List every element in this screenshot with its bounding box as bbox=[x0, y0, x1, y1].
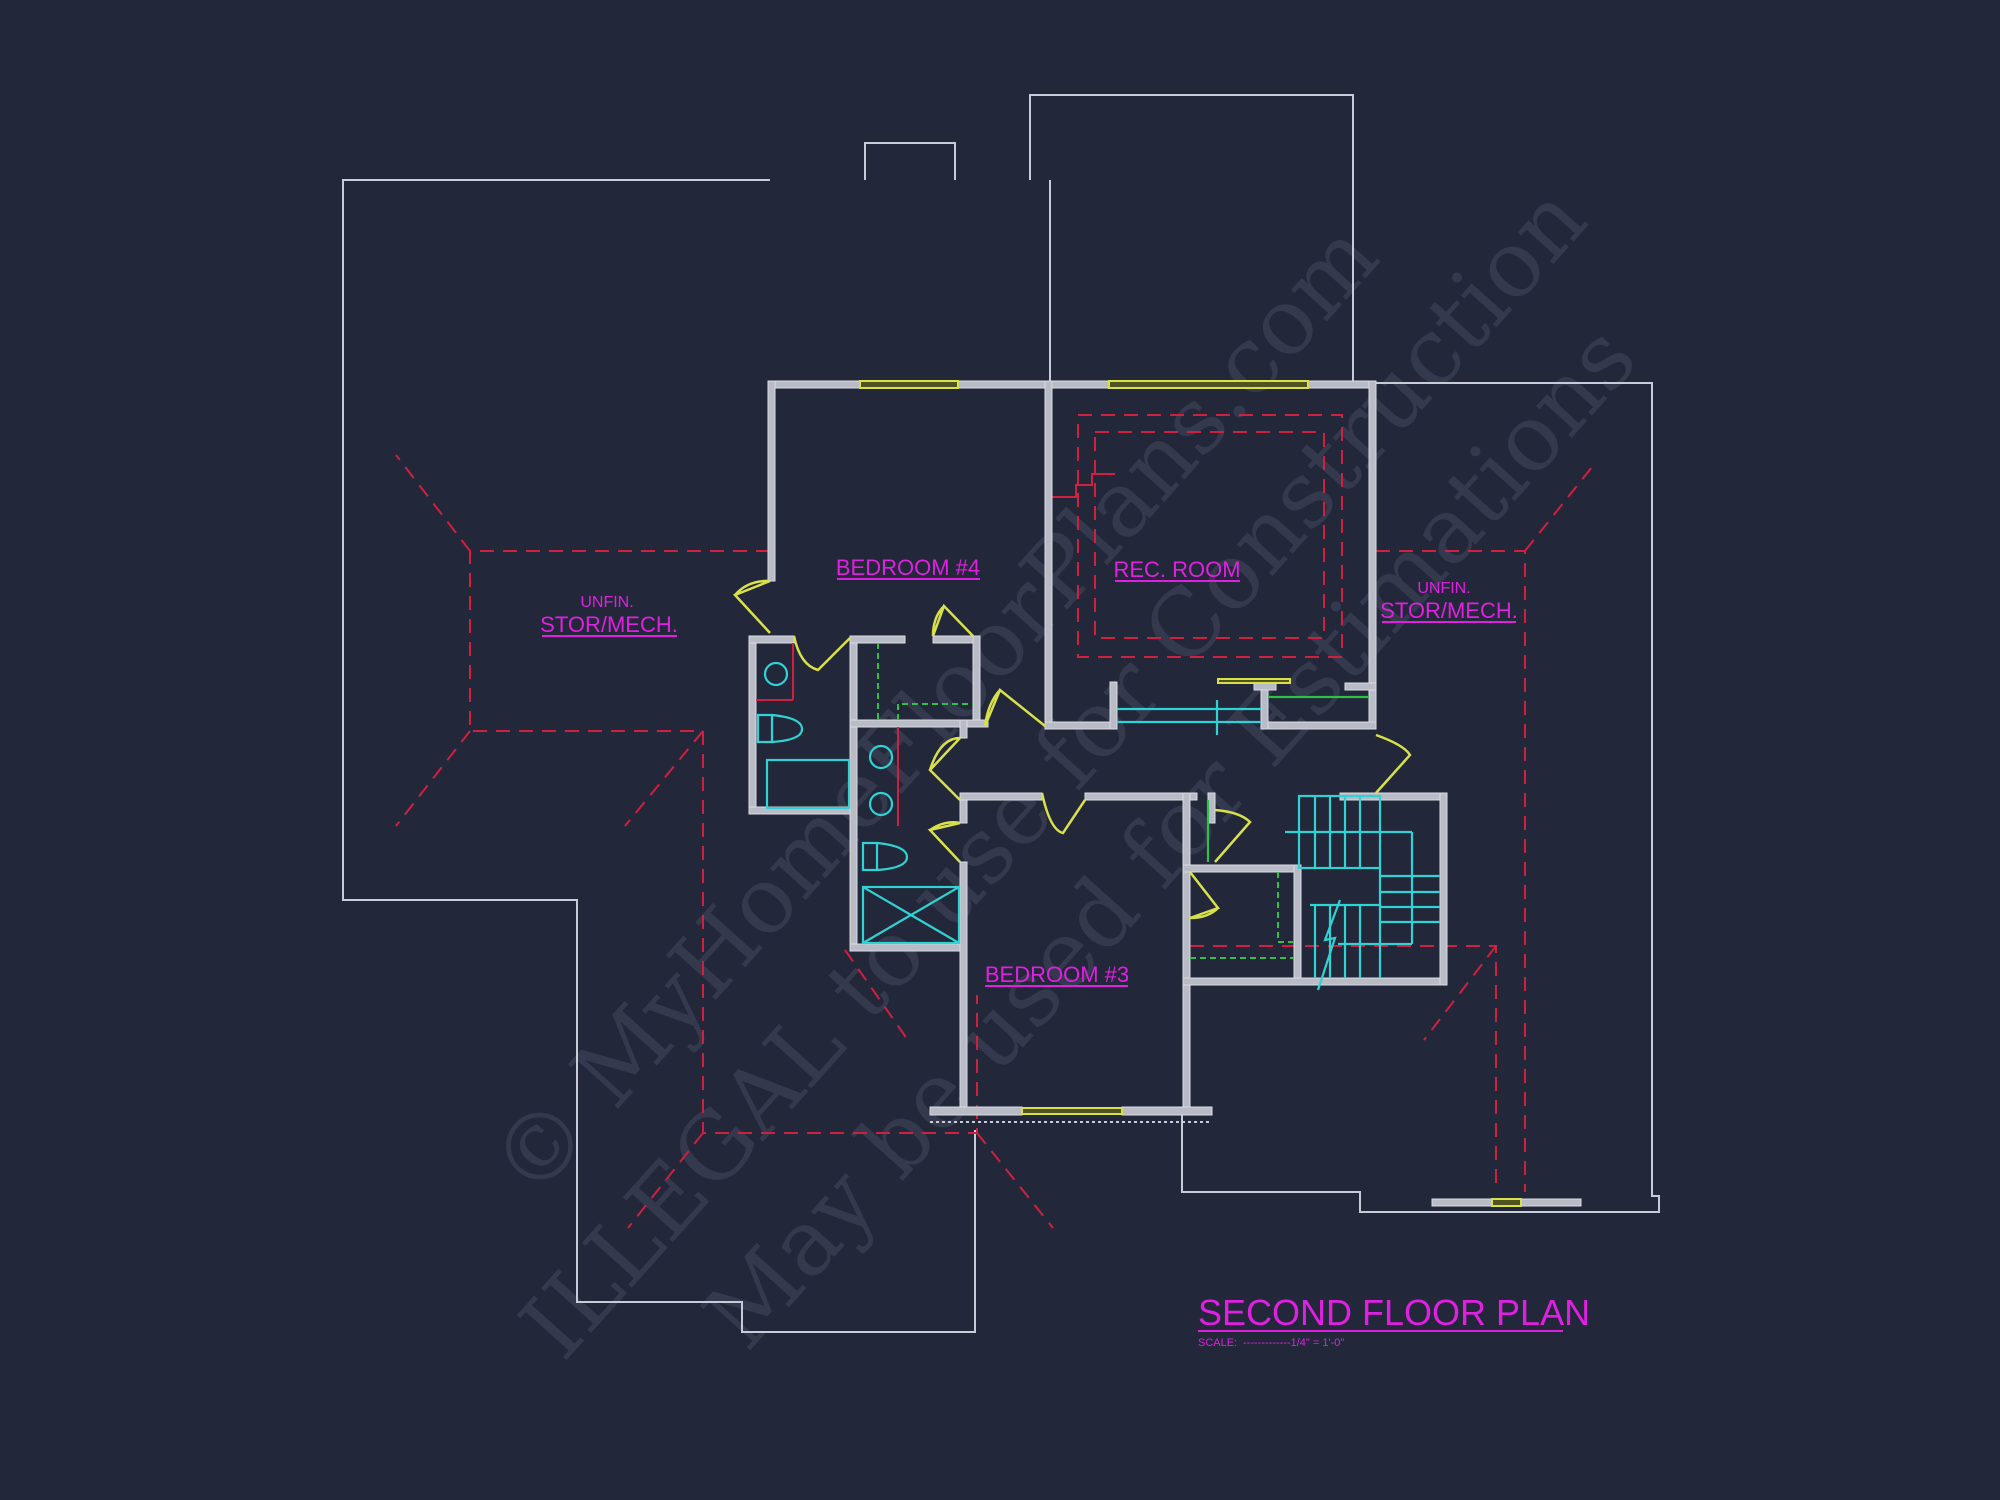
door-bedroom4 bbox=[983, 687, 1046, 727]
window-right-unfin bbox=[1491, 1198, 1522, 1207]
rec-room-railing bbox=[1217, 678, 1291, 684]
door-closet-bed3 bbox=[1214, 808, 1252, 863]
scale-value: -------------1/4" = 1'-0" bbox=[1243, 1337, 1344, 1349]
door-bath1 bbox=[792, 635, 851, 672]
windows bbox=[859, 380, 1522, 1207]
drawing-title: SECOND FLOOR PLAN bbox=[1198, 1292, 1590, 1333]
walls bbox=[748, 380, 1582, 1213]
shower-bath2 bbox=[861, 885, 961, 945]
door-bath2-b bbox=[927, 821, 961, 863]
door-linen bbox=[1189, 871, 1221, 920]
window-rec-room bbox=[1108, 380, 1309, 389]
sink-bath2-a bbox=[868, 744, 894, 770]
toilet-bath1 bbox=[756, 713, 804, 744]
left-roof-outline bbox=[342, 179, 976, 1333]
window-bedroom3 bbox=[1021, 1107, 1123, 1115]
sink-bath1 bbox=[763, 661, 789, 687]
label-rec-room: REC. ROOM bbox=[1113, 557, 1240, 582]
scale-label: SCALE: bbox=[1198, 1337, 1237, 1349]
door-bedroom3 bbox=[1040, 792, 1087, 835]
fixtures bbox=[756, 643, 961, 945]
label-bedroom-3: BEDROOM #3 bbox=[985, 962, 1129, 987]
rec-east-wall bbox=[1368, 380, 1377, 730]
door-closet-bed4 bbox=[931, 603, 974, 637]
ceiling-lines bbox=[395, 414, 1597, 1229]
bed4-rec-partition bbox=[1044, 380, 1053, 730]
toilet-bath2 bbox=[861, 841, 909, 872]
door-left-unfin bbox=[732, 579, 771, 634]
watermark-line-2: ILLEGAL to use for Construction bbox=[500, 166, 1607, 1379]
window-bedroom4 bbox=[859, 380, 959, 389]
doors bbox=[732, 579, 1412, 920]
label-unfin-right-1: UNFIN. bbox=[1417, 580, 1470, 597]
label-unfin-right-2: STOR/MECH. bbox=[1380, 598, 1518, 623]
tub-bath1 bbox=[765, 758, 851, 810]
bedroom4-west-wall bbox=[767, 380, 776, 582]
closet-shelves bbox=[877, 643, 1369, 959]
title-block: SECOND FLOOR PLAN SCALE: -------------1/… bbox=[1198, 1292, 1590, 1349]
door-bath2-a bbox=[928, 736, 961, 801]
upper-right-roof-outline bbox=[1029, 94, 1354, 383]
stairs bbox=[1117, 700, 1440, 991]
roof-outlines bbox=[342, 94, 1660, 1333]
watermark: © MyHomeFloorPlans.com ILLEGAL to use fo… bbox=[470, 166, 1657, 1379]
room-labels: UNFIN. STOR/MECH. BEDROOM #4 REC. ROOM U… bbox=[540, 555, 1518, 987]
door-right-unfin bbox=[1375, 733, 1412, 794]
label-unfin-left-1: UNFIN. bbox=[580, 594, 633, 611]
label-bedroom-4: BEDROOM #4 bbox=[836, 555, 980, 580]
sink-bath2-b bbox=[868, 791, 894, 817]
chimney-outline bbox=[864, 142, 956, 180]
label-unfin-left-2: STOR/MECH. bbox=[540, 612, 678, 637]
right-roof-outline bbox=[1181, 382, 1660, 1213]
